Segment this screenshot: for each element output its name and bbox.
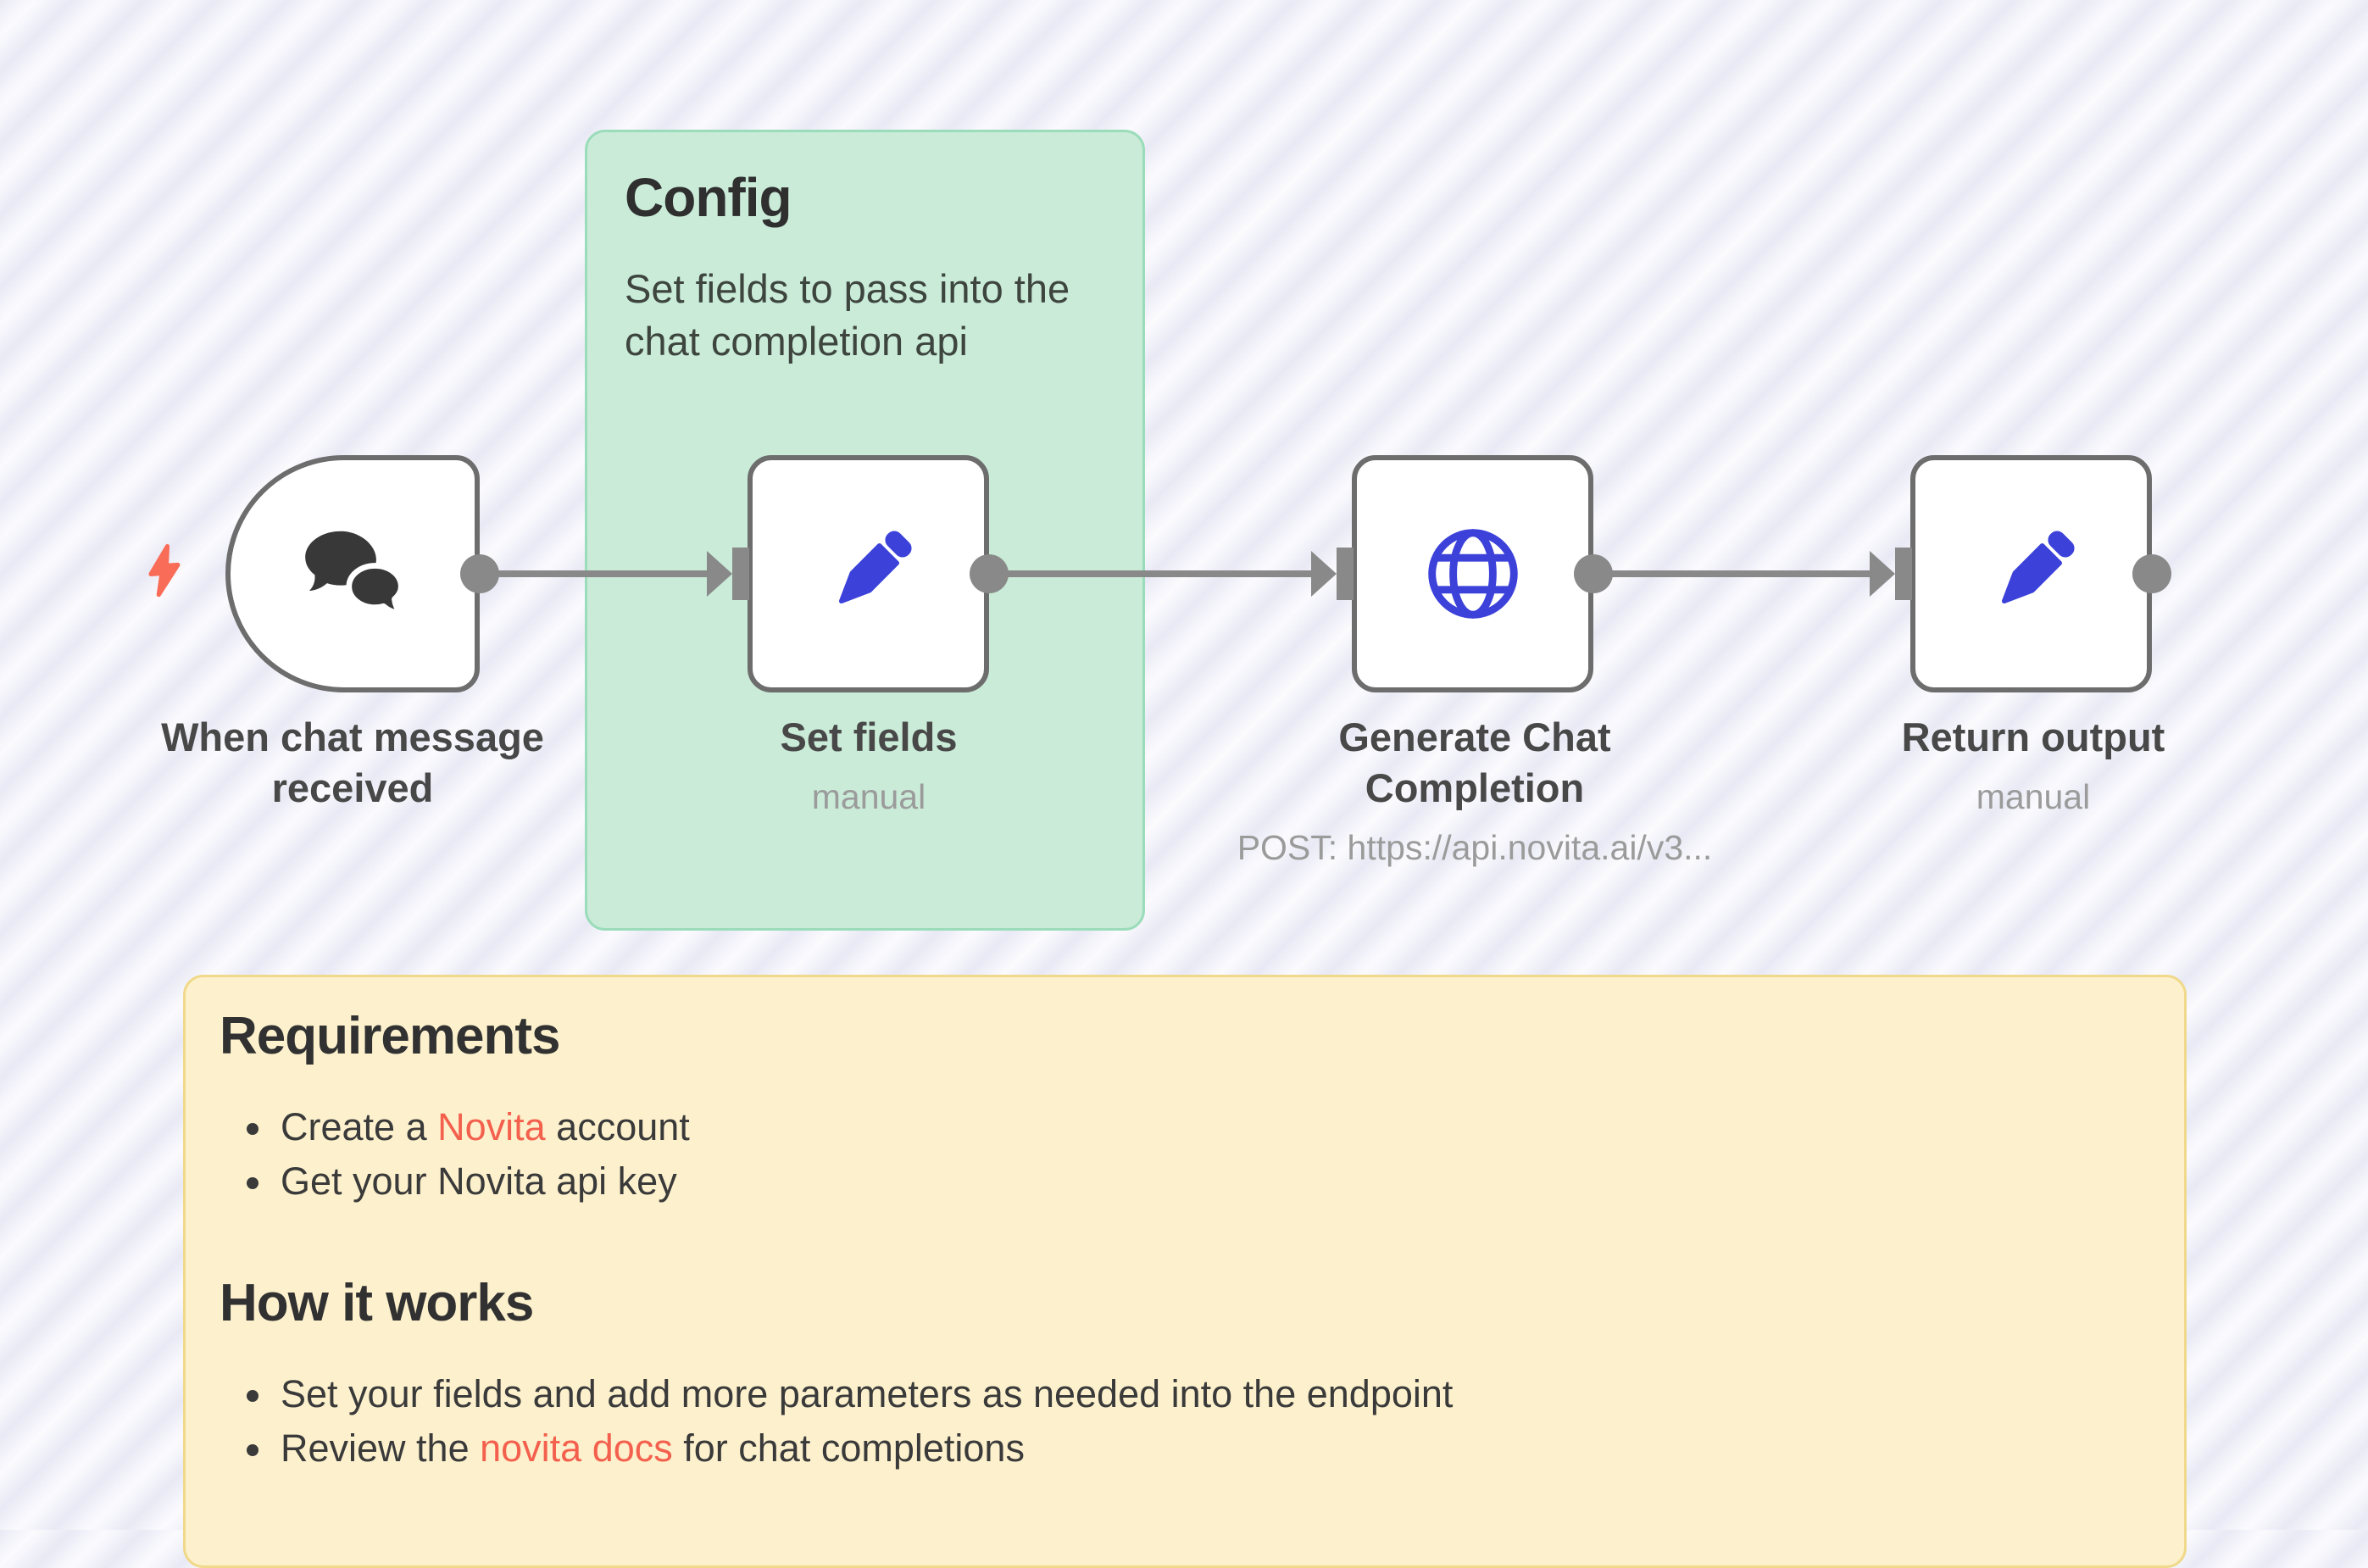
node-subtitle: POST: https://api.novita.ai/v3... bbox=[1237, 828, 1713, 867]
list-item-text: Set your fields and add more parameters … bbox=[281, 1372, 1454, 1415]
requirements-title: Requirements bbox=[220, 1007, 560, 1065]
list-item-text: account bbox=[545, 1105, 690, 1148]
node-return-output[interactable] bbox=[1910, 455, 2152, 692]
list-item-text: Create a bbox=[281, 1105, 438, 1148]
input-port[interactable] bbox=[707, 551, 732, 597]
node-when-chat-message-received[interactable] bbox=[225, 455, 480, 692]
node-label-when-chat-message-received: When chat message received bbox=[98, 712, 607, 814]
connection-wire bbox=[480, 570, 707, 577]
input-port[interactable] bbox=[1337, 548, 1354, 600]
novita-link[interactable]: Novita bbox=[437, 1105, 546, 1148]
input-port[interactable] bbox=[1895, 548, 1912, 600]
sticky-note-config[interactable]: Config Set fields to pass into the chat … bbox=[585, 130, 1145, 931]
node-set-fields[interactable] bbox=[748, 455, 989, 692]
novita-docs-link[interactable]: novita docs bbox=[480, 1426, 673, 1470]
sticky-note-info[interactable]: Requirements Create a Novita account Get… bbox=[183, 975, 2187, 1568]
output-port[interactable] bbox=[460, 554, 499, 593]
node-title: Return output bbox=[1901, 714, 2165, 759]
input-port[interactable] bbox=[1870, 551, 1895, 597]
output-port[interactable] bbox=[970, 554, 1009, 593]
node-label-generate-chat-completion: Generate Chat Completion POST: https://a… bbox=[1218, 712, 1732, 873]
input-port[interactable] bbox=[732, 548, 749, 600]
list-item: Set your fields and add more parameters … bbox=[275, 1367, 2133, 1421]
list-item-text: for chat completions bbox=[672, 1426, 1025, 1470]
trigger-lightning-icon bbox=[141, 542, 188, 598]
node-title: Set fields bbox=[780, 714, 958, 759]
chat-bubbles-icon bbox=[296, 517, 409, 631]
globe-icon bbox=[1421, 522, 1525, 626]
node-subtitle: manual bbox=[811, 777, 926, 816]
list-item: Review the novita docs for chat completi… bbox=[275, 1421, 2133, 1476]
node-subtitle: manual bbox=[1976, 777, 2091, 816]
list-item-text: Get your Novita api key bbox=[281, 1159, 677, 1203]
requirements-list: Create a Novita account Get your Novita … bbox=[220, 1100, 2133, 1209]
connection-wire bbox=[1593, 570, 1870, 577]
node-title: Generate Chat Completion bbox=[1338, 714, 1611, 810]
input-port[interactable] bbox=[1311, 551, 1337, 597]
node-label-return-output: Return output manual bbox=[1779, 712, 2287, 822]
connection-wire bbox=[989, 570, 1311, 577]
node-generate-chat-completion[interactable] bbox=[1352, 455, 1593, 692]
how-it-works-title: How it works bbox=[220, 1274, 534, 1332]
list-item: Get your Novita api key bbox=[275, 1154, 2133, 1209]
workflow-canvas: { "canvas": { "background_stripe_light":… bbox=[0, 0, 2368, 1530]
list-item-text: Review the bbox=[281, 1426, 481, 1470]
output-port[interactable] bbox=[1574, 554, 1613, 593]
how-it-works-list: Set your fields and add more parameters … bbox=[220, 1367, 2133, 1476]
config-note-body: Set fields to pass into the chat complet… bbox=[625, 266, 1070, 364]
output-port[interactable] bbox=[2132, 554, 2171, 593]
list-item: Create a Novita account bbox=[275, 1100, 2133, 1154]
node-label-set-fields: Set fields manual bbox=[614, 712, 1123, 822]
config-note-title: Config bbox=[625, 167, 792, 228]
pencil-icon bbox=[1976, 518, 2087, 630]
node-title: When chat message received bbox=[161, 714, 544, 810]
pencil-icon bbox=[813, 518, 925, 630]
